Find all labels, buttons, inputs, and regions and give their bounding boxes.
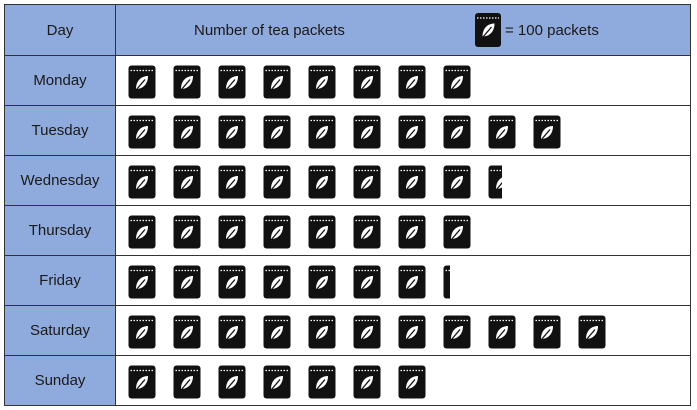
day-label: Saturday <box>4 305 116 356</box>
tea-packet-icon <box>308 315 336 349</box>
partial-tea-packet-icon <box>443 265 450 299</box>
day-label: Sunday <box>4 355 116 406</box>
tea-packet-icon <box>353 65 381 99</box>
tea-packet-icon <box>218 365 246 399</box>
tea-packet-icon <box>218 165 246 199</box>
day-label: Wednesday <box>4 155 116 206</box>
tea-packet-icon <box>128 315 156 349</box>
tea-packet-icon <box>353 315 381 349</box>
icon-row <box>115 55 691 106</box>
tea-packet-icon <box>263 265 291 299</box>
tea-packet-icon <box>308 365 336 399</box>
tea-packet-icon <box>263 115 291 149</box>
tea-packet-icon <box>308 65 336 99</box>
tea-packet-icon <box>263 215 291 249</box>
tea-packet-icon <box>398 265 426 299</box>
tea-packet-icon <box>308 165 336 199</box>
icon-row <box>115 155 691 206</box>
tea-packet-icon <box>263 365 291 399</box>
tea-packet-icon <box>218 115 246 149</box>
tea-packet-icon <box>173 165 201 199</box>
tea-packet-icon <box>218 65 246 99</box>
tea-packet-icon <box>398 165 426 199</box>
tea-packet-icon <box>353 115 381 149</box>
tea-packet-icon <box>398 115 426 149</box>
tea-packet-icon <box>128 115 156 149</box>
table-row: Friday <box>4 255 691 306</box>
tea-packet-icon <box>308 115 336 149</box>
tea-packet-icon <box>218 265 246 299</box>
tea-packet-icon <box>128 65 156 99</box>
table-row: Wednesday <box>4 155 691 206</box>
chart-header: Number of tea packets = 100 packets <box>115 4 691 56</box>
tea-packet-icon <box>128 365 156 399</box>
tea-packet-icon <box>353 265 381 299</box>
header-row: Day Number of tea packets = 100 packets <box>4 4 691 56</box>
table-row: Monday <box>4 55 691 106</box>
tea-packet-icon <box>443 315 471 349</box>
tea-packet-icon <box>533 115 561 149</box>
tea-packet-icon <box>128 215 156 249</box>
legend-key-text: = 100 packets <box>505 21 599 39</box>
tea-packet-icon <box>353 365 381 399</box>
tea-packet-icon <box>398 315 426 349</box>
tea-packet-icon <box>128 165 156 199</box>
tea-packet-icon <box>398 365 426 399</box>
table-row: Thursday <box>4 205 691 256</box>
tea-packet-icon <box>443 215 471 249</box>
day-label: Friday <box>4 255 116 306</box>
tea-packet-icon <box>488 315 516 349</box>
table-row: Sunday <box>4 355 691 406</box>
tea-packet-icon <box>443 165 471 199</box>
tea-packet-icon <box>128 265 156 299</box>
tea-packet-icon <box>218 215 246 249</box>
tea-packet-icon <box>578 315 606 349</box>
tea-packet-icon <box>263 65 291 99</box>
tea-packet-icon <box>443 115 471 149</box>
table-row: Tuesday <box>4 105 691 156</box>
tea-packet-icon <box>308 265 336 299</box>
tea-packet-icon <box>263 165 291 199</box>
day-column-header: Day <box>4 4 116 56</box>
tea-packet-icon <box>173 215 201 249</box>
tea-packet-icon <box>308 215 336 249</box>
day-label: Tuesday <box>4 105 116 156</box>
partial-tea-packet-icon <box>488 165 502 199</box>
table-row: Saturday <box>4 305 691 356</box>
tea-packet-icon <box>173 115 201 149</box>
tea-packet-icon <box>173 315 201 349</box>
pictograph-table: Day Number of tea packets = 100 packets <box>4 4 691 406</box>
icon-row <box>115 255 691 306</box>
tea-packet-icon <box>173 65 201 99</box>
tea-packet-icon <box>475 13 501 47</box>
icon-row <box>115 205 691 256</box>
tea-packet-icon <box>398 65 426 99</box>
tea-packet-icon <box>398 215 426 249</box>
tea-packet-icon <box>488 115 516 149</box>
icon-row <box>115 305 691 356</box>
legend-key: = 100 packets <box>474 5 599 55</box>
tea-packet-icon <box>263 315 291 349</box>
tea-packet-icon <box>353 215 381 249</box>
tea-packet-icon <box>353 165 381 199</box>
icon-row <box>115 355 691 406</box>
icon-row <box>115 105 691 156</box>
tea-packet-icon <box>443 65 471 99</box>
tea-packet-icon <box>533 315 561 349</box>
day-label: Thursday <box>4 205 116 256</box>
tea-packet-icon <box>173 365 201 399</box>
day-label: Monday <box>4 55 116 106</box>
tea-packet-icon <box>173 265 201 299</box>
chart-title: Number of tea packets <box>194 21 345 39</box>
tea-packet-icon <box>218 315 246 349</box>
